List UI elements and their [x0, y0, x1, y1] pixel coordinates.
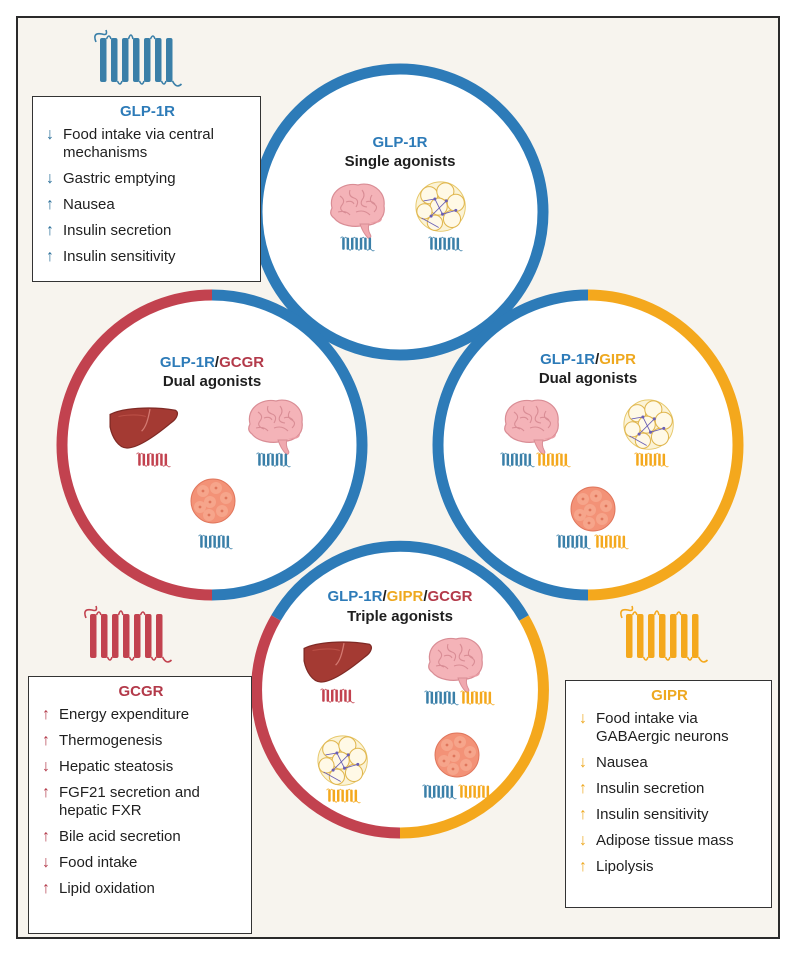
effect-label: Lipolysis: [596, 858, 654, 875]
glp1r-box-title: GLP-1R: [119, 103, 175, 120]
arrow-down-icon: ↓: [579, 832, 587, 849]
effect-label: Lipid oxidation: [59, 880, 155, 897]
gcgr-box-title: GCGR: [118, 683, 164, 700]
effect-item: ↑ Lipolysis: [574, 858, 765, 876]
gipr-box-title: GIPR: [651, 687, 688, 704]
ring-dual-gipr: [432, 289, 744, 601]
arrow-up-icon: ↑: [46, 248, 54, 265]
effect-item: ↓ Food intake: [37, 854, 245, 872]
adipose-cluster-icon: [623, 399, 674, 450]
effect-item: ↑ FGF21 secretion and hepatic FXR: [37, 784, 245, 820]
effect-label: FGF21 secretion and hepatic FXR: [59, 784, 200, 819]
ring-dual-gcgr: [56, 289, 368, 601]
gcgr-receptor-icon: [84, 605, 173, 663]
glp1r-receptor-icon: [94, 29, 183, 87]
dual-gcgr-subtitle: Dual agonists: [163, 373, 261, 390]
effect-item: ↓ Gastric emptying: [41, 170, 254, 188]
arrow-up-icon: ↑: [46, 222, 54, 239]
arrow-up-icon: ↑: [42, 828, 50, 845]
effect-label: Bile acid secretion: [59, 828, 181, 845]
arrow-up-icon: ↑: [42, 880, 50, 897]
pancreatic-islet-icon: [570, 486, 616, 532]
effect-label: Insulin secretion: [596, 780, 705, 797]
arrow-down-icon: ↓: [42, 854, 50, 871]
effect-item: ↓ Adipose tissue mass: [574, 832, 765, 850]
effect-label: Insulin sensitivity: [63, 248, 176, 265]
gipr-effects-box: GIPR ↓Food intake via GABAergic neurons↓…: [565, 680, 772, 908]
arrow-down-icon: ↓: [579, 754, 587, 771]
effect-label: Gastric emptying: [63, 170, 176, 187]
dual-gipr-title: GLP-1R/GIPR: [540, 351, 636, 368]
effect-item: ↓ Food intake via central mechanisms: [41, 126, 254, 162]
single-title: GLP-1R: [372, 134, 427, 151]
pancreatic-islet-icon: [434, 732, 480, 778]
glp1r-effects-box: GLP-1R ↓ Food intake via central mechanis…: [32, 96, 261, 282]
effect-item: ↑ Insulin sensitivity: [41, 248, 254, 266]
effect-item: ↑ Bile acid secretion: [37, 828, 245, 846]
pancreatic-islet-icon: [190, 478, 236, 524]
effect-label: Nausea: [596, 754, 648, 771]
adipose-cluster-icon: [317, 735, 368, 786]
effect-item: ↑ Energy expenditure: [37, 706, 245, 724]
effect-item: ↓ Hepatic steatosis: [37, 758, 245, 776]
effect-item: ↓ Food intake via GABAergic neurons: [574, 710, 765, 746]
effect-item: ↑ Insulin secretion: [41, 222, 254, 240]
arrow-up-icon: ↑: [42, 706, 50, 723]
arrow-down-icon: ↓: [46, 126, 54, 143]
effect-label: Hepatic steatosis: [59, 758, 174, 775]
adipose-cluster-icon: [415, 181, 466, 232]
arrow-up-icon: ↑: [579, 858, 587, 875]
arrow-down-icon: ↓: [42, 758, 50, 775]
gipr-receptor-icon: [620, 605, 709, 663]
triple-title: GLP-1R/GIPR/GCGR: [327, 588, 472, 605]
arrow-up-icon: ↑: [42, 732, 50, 749]
effect-label: Nausea: [63, 196, 115, 213]
effect-label: Insulin secretion: [63, 222, 172, 239]
dual-gipr-subtitle: Dual agonists: [539, 370, 637, 387]
arrow-down-icon: ↓: [579, 710, 587, 727]
arrow-up-icon: ↑: [579, 780, 587, 797]
ring-single-agonists: [251, 63, 549, 361]
single-subtitle: Single agonists: [345, 153, 456, 170]
dual-gcgr-title: GLP-1R/GCGR: [160, 354, 264, 371]
effect-item: ↑ Thermogenesis: [37, 732, 245, 750]
effect-label: Thermogenesis: [59, 732, 163, 749]
arrow-up-icon: ↑: [42, 784, 50, 801]
effect-item: ↑ Insulin sensitivity: [574, 806, 765, 824]
effect-label: Food intake via GABAergic neurons: [596, 710, 729, 745]
arrow-up-icon: ↑: [579, 806, 587, 823]
triple-subtitle: Triple agonists: [347, 608, 453, 625]
effect-item: ↑ Nausea: [41, 196, 254, 214]
effect-item: ↓ Nausea: [574, 754, 765, 772]
effect-item: ↑ Insulin secretion: [574, 780, 765, 798]
effect-label: Insulin sensitivity: [596, 806, 709, 823]
effect-item: ↑ Lipid oxidation: [37, 880, 245, 898]
arrow-up-icon: ↑: [46, 196, 54, 213]
gcgr-effects-box: GCGR ↑ Energy expenditure ↑ Thermogenesis ↓ H…: [28, 676, 252, 934]
effect-label: Adipose tissue mass: [596, 832, 734, 849]
arrow-down-icon: ↓: [46, 170, 54, 187]
effect-label: Energy expenditure: [59, 706, 190, 723]
effect-label: Food intake: [59, 854, 138, 871]
effect-label: Food intake via central mechanisms: [63, 126, 214, 161]
